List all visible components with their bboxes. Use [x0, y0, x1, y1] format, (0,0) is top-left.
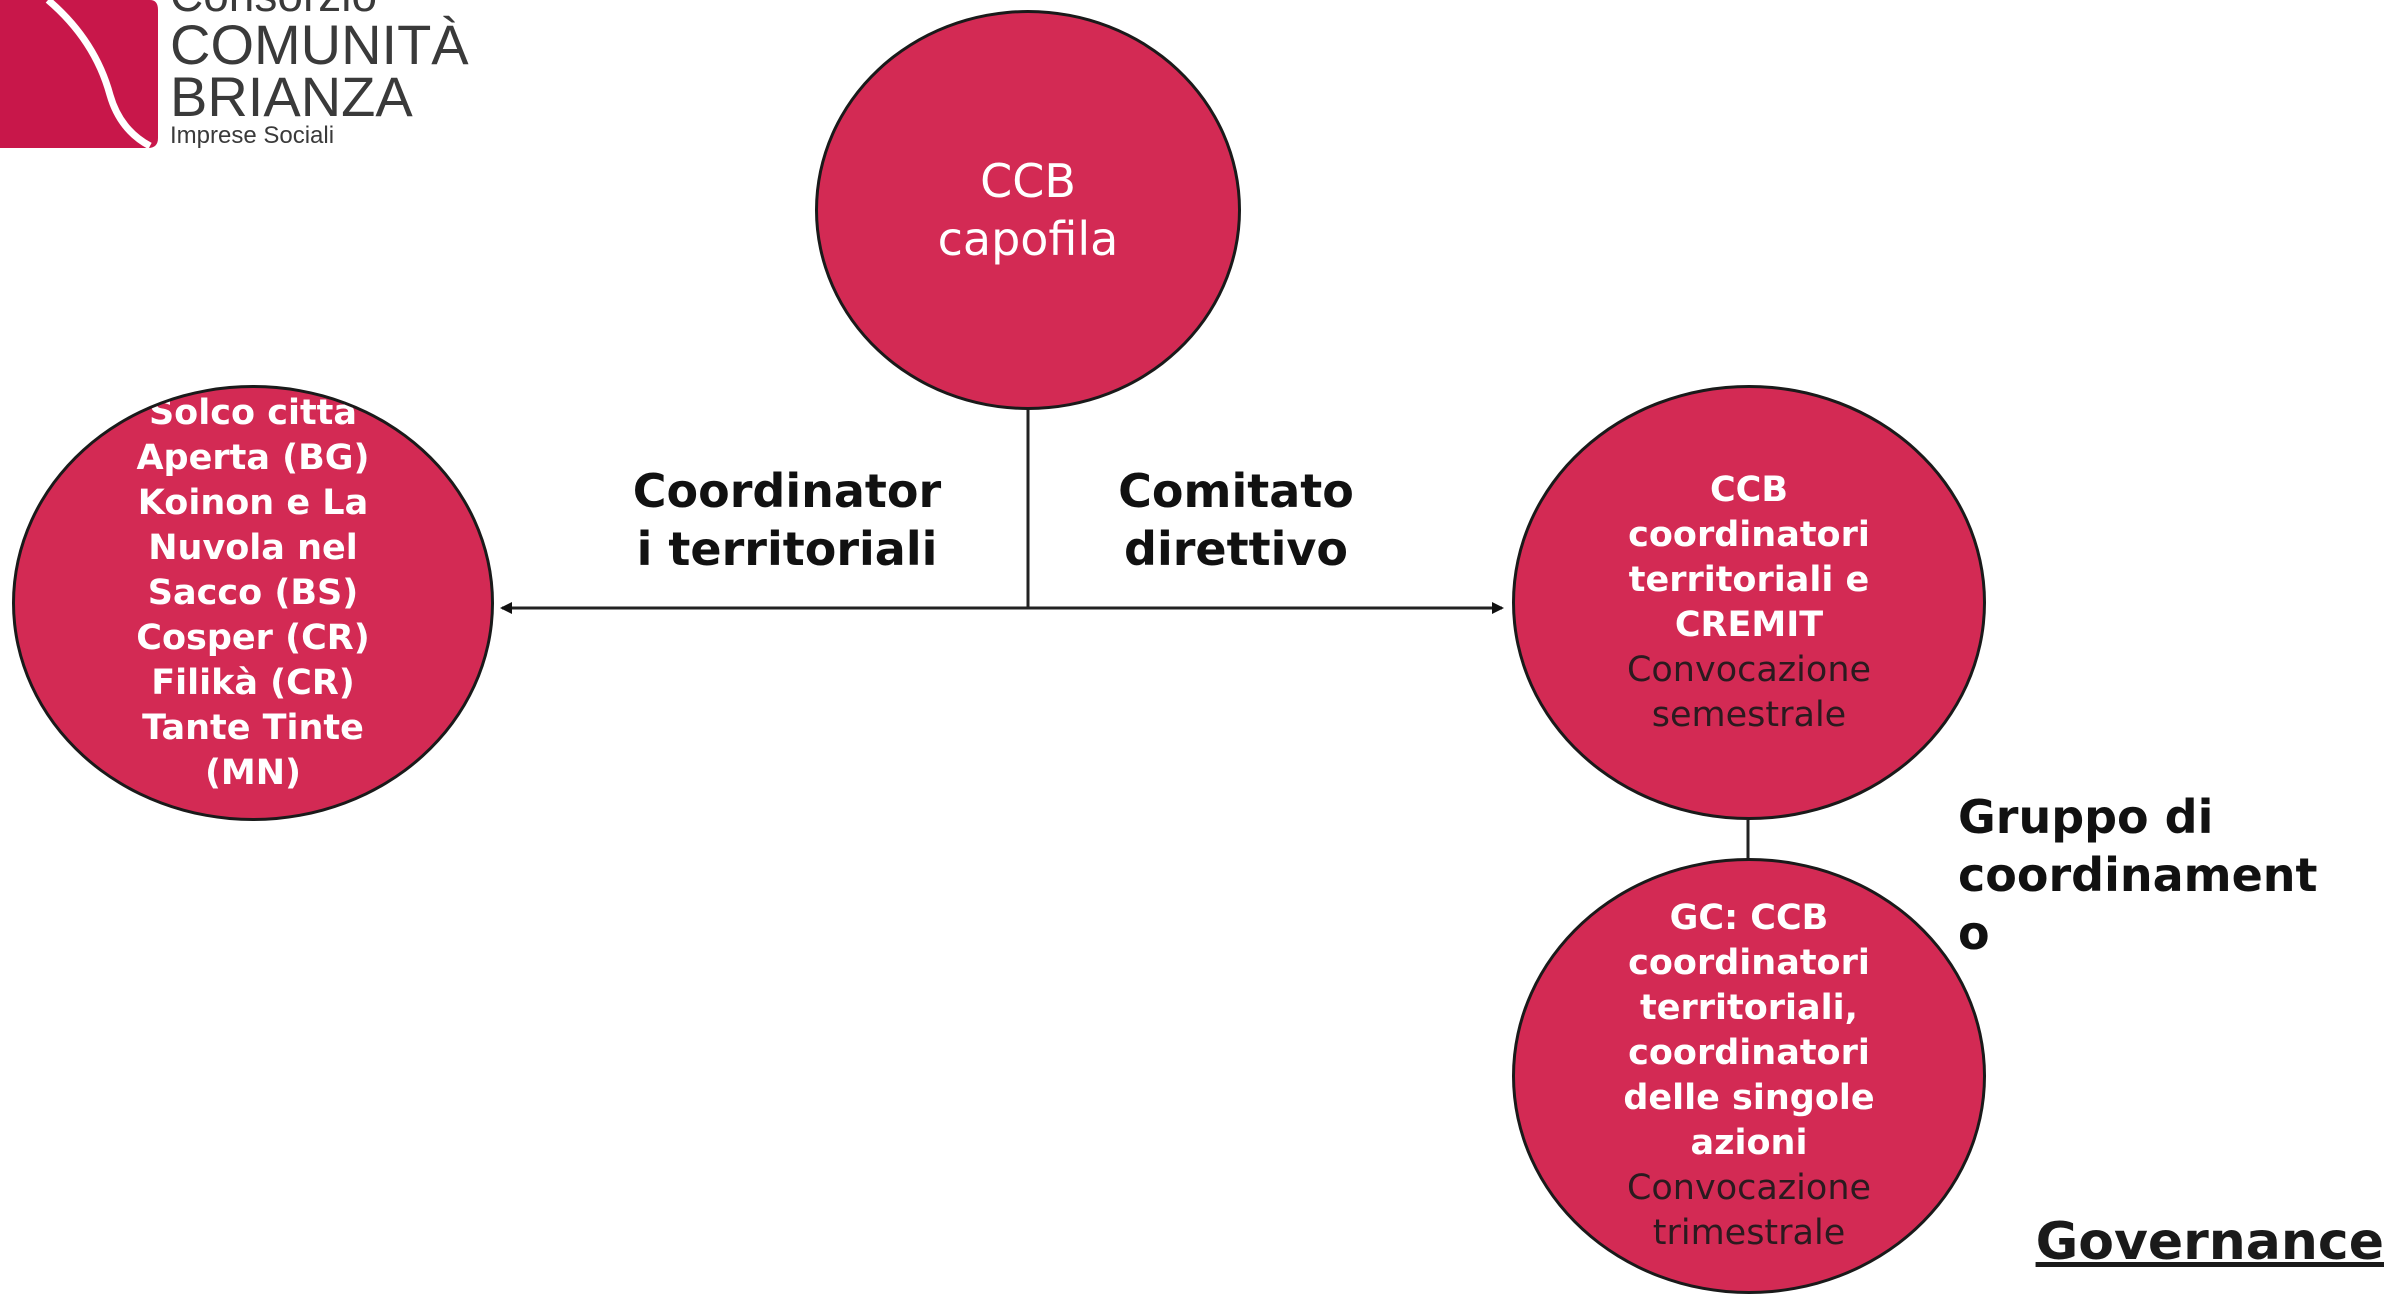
- node-left-line-2: Aperta (BG): [136, 437, 370, 478]
- node-bottom-line-8: trimestrale: [1652, 1213, 1846, 1253]
- logo-line-2: COMUNITÀ: [170, 13, 469, 76]
- edge-label-coordinatori: Coordinator i territoriali: [612, 462, 962, 578]
- node-territorial-partners: Solco città Aperta (BG) Koinon e La Nuvo…: [12, 385, 494, 821]
- node-bottom-line-1: GC: CCB: [1669, 898, 1829, 938]
- logo-mark-icon: [0, 0, 158, 150]
- node-right-line-1: CCB: [1709, 469, 1789, 510]
- node-bottom-line-4: coordinatori: [1628, 1033, 1870, 1073]
- node-right-line-2: coordinatori: [1628, 514, 1870, 555]
- node-left-line-3: Koinon e La: [137, 482, 369, 523]
- edge-label-gruppo: Gruppo di coordinament o: [1958, 788, 2358, 962]
- node-right-line-5: Convocazione: [1626, 649, 1872, 690]
- edge-label-left-line-1: Coordinator: [632, 464, 942, 518]
- node-top-line-2: capofila: [937, 212, 1119, 266]
- edge-label-right-line-1: Comitato: [1118, 464, 1354, 518]
- node-right-line-6: semestrale: [1651, 694, 1847, 735]
- edge-label-left-line-2: i territoriali: [636, 522, 938, 576]
- edge-label-comitato: Comitato direttivo: [1086, 462, 1386, 578]
- node-left-line-1: Solco città: [148, 392, 358, 433]
- node-bottom-line-5: delle singole: [1623, 1078, 1875, 1118]
- node-bottom-line-3: territoriali,: [1640, 988, 1858, 1028]
- node-ccb-capofila: CCB capofila: [815, 10, 1241, 410]
- node-right-line-4: CREMIT: [1674, 604, 1824, 645]
- logo-line-3: BRIANZA: [170, 65, 413, 128]
- logo-subtitle: Imprese Sociali: [170, 122, 335, 149]
- edge-label-bottom-line-3: o: [1958, 906, 1990, 960]
- node-bottom-line-6: azioni: [1690, 1123, 1808, 1163]
- node-left-line-7: Filikà (CR): [151, 662, 355, 703]
- consorzio-logo: Consorzio COMUNITÀ BRIANZA Imprese Socia…: [0, 0, 469, 150]
- node-left-line-4: Nuvola nel: [148, 527, 358, 568]
- edge-label-right-line-2: direttivo: [1124, 522, 1348, 576]
- edge-label-bottom-line-1: Gruppo di: [1958, 790, 2214, 844]
- node-comitato-direttivo: CCB coordinatori territoriali e CREMIT C…: [1512, 385, 1986, 820]
- node-left-line-6: Cosper (CR): [136, 617, 370, 658]
- node-bottom-line-2: coordinatori: [1628, 943, 1870, 983]
- logo-line-1: Consorzio: [170, 0, 377, 22]
- node-gruppo-coordinamento: GC: CCB coordinatori territoriali, coord…: [1512, 858, 1986, 1294]
- edge-label-bottom-line-2: coordinament: [1958, 848, 2318, 902]
- node-left-line-8: Tante Tinte: [142, 707, 364, 748]
- node-top-line-1: CCB: [980, 154, 1076, 208]
- slide-title: Governance: [2035, 1212, 2384, 1272]
- node-left-line-5: Sacco (BS): [147, 572, 359, 613]
- node-right-line-3: territoriali e: [1628, 559, 1870, 600]
- node-left-line-9: (MN): [204, 752, 302, 793]
- node-bottom-line-7: Convocazione: [1626, 1168, 1872, 1208]
